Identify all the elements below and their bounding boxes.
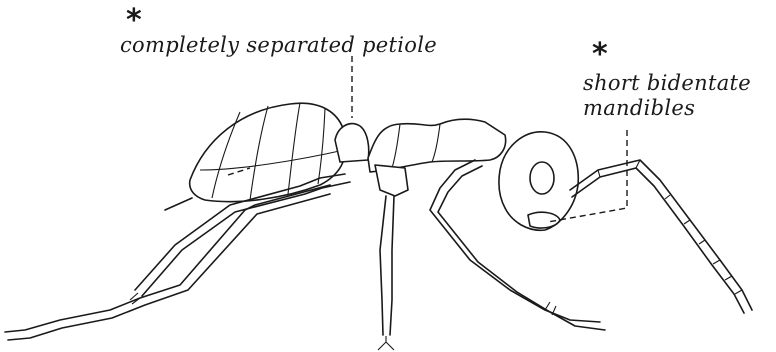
antenna [570,160,752,313]
mandibles-label-line1: short bidentate [583,72,751,94]
petiole-label: completely separated petiole [120,34,437,56]
mesosoma [368,119,506,172]
mandibles-asterisk: * [592,40,608,70]
gaster [165,103,346,210]
compound-eye [530,162,554,194]
hind-leg [375,165,408,350]
mandibles-label-line2: mandibles [583,97,695,119]
petiole-asterisk: * [126,6,142,36]
petiole [335,124,369,162]
head [499,132,578,230]
